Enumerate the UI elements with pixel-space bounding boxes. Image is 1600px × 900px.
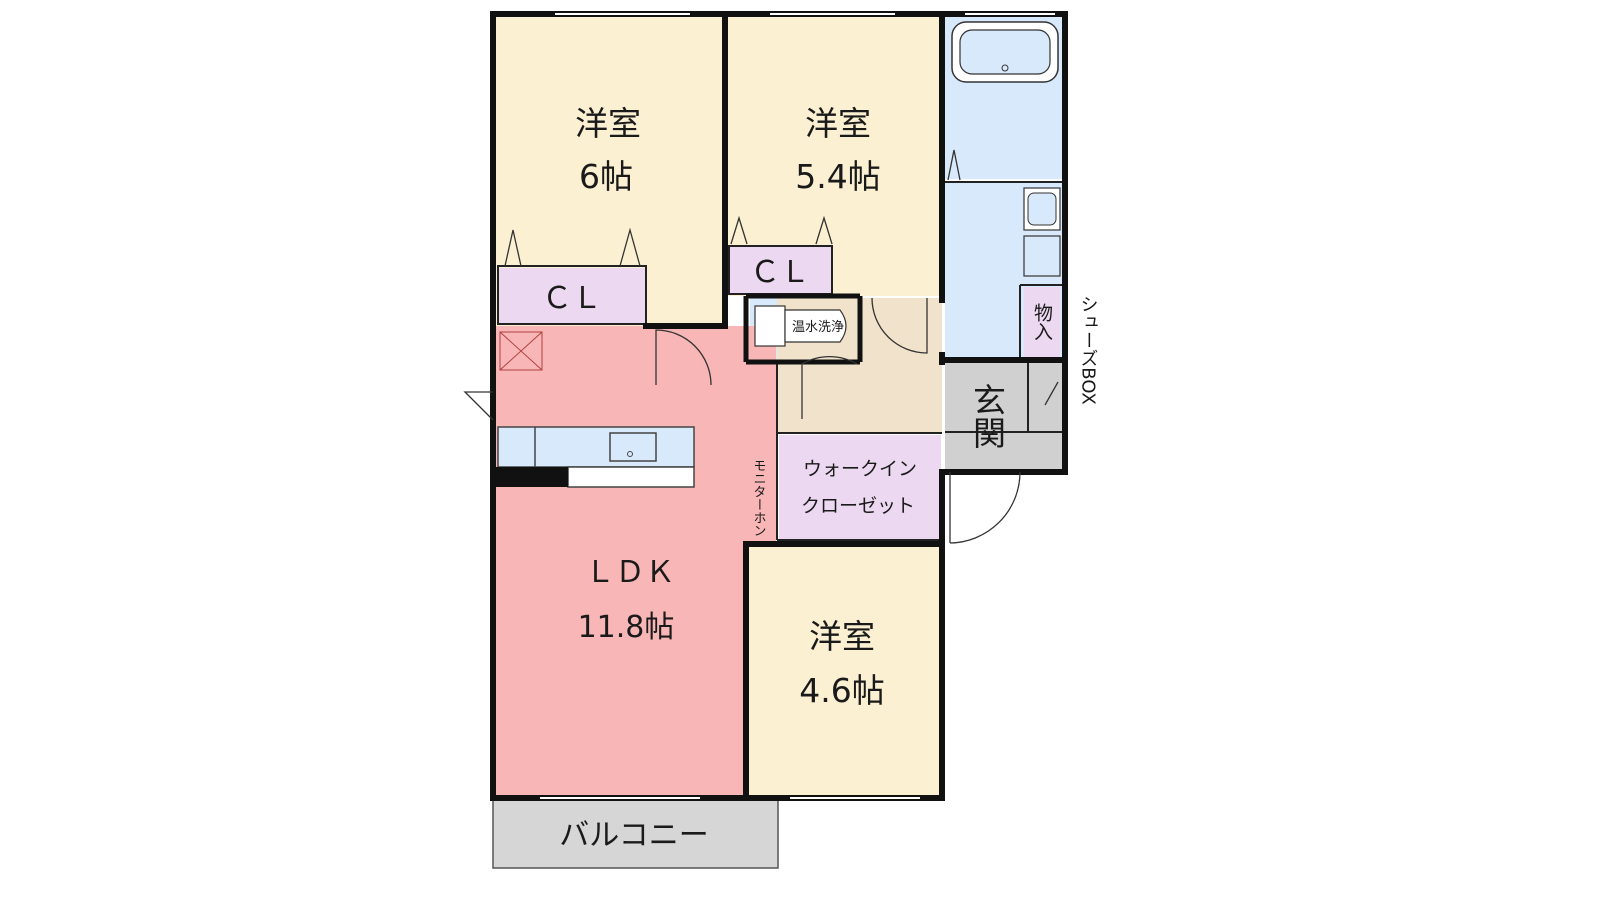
walk-in-closet-line2: クローゼット xyxy=(801,495,915,517)
bedroom-nw-name: 洋室 xyxy=(575,104,641,143)
monitor-phone-label: モニターホン xyxy=(751,459,766,537)
walk-in-closet-line1: ウォークイン xyxy=(803,458,917,480)
bedroom-ne-size: 5.4帖 xyxy=(795,157,880,196)
room-closet-ne xyxy=(729,246,832,294)
washer-icon xyxy=(1023,235,1061,277)
closet-nw-label: ＣＬ xyxy=(542,281,602,316)
vent-icon xyxy=(499,331,543,371)
room-closet-nw xyxy=(498,268,646,324)
bedroom-s-size: 4.6帖 xyxy=(799,671,884,710)
kitchen-sink xyxy=(609,432,657,462)
bedroom-s-name: 洋室 xyxy=(809,617,875,656)
entrance-label: 玄関 xyxy=(968,383,1007,449)
shoe-box-label: シューズBOX xyxy=(1078,295,1099,404)
room-walk-in-closet xyxy=(779,435,941,540)
room-entrance xyxy=(945,362,1063,470)
balcony-label: バルコニー xyxy=(559,818,708,853)
room-storage xyxy=(1024,287,1060,357)
bedroom-nw-size: 6帖 xyxy=(579,157,633,196)
storage-label: 物入 xyxy=(1031,303,1053,341)
kitchen-counter xyxy=(497,426,695,468)
toilet-label: 温水洗浄 xyxy=(792,320,844,335)
ldk-name: ＬＤＫ xyxy=(585,555,675,590)
bedroom-ne-name: 洋室 xyxy=(805,104,871,143)
closet-ne-label: ＣＬ xyxy=(750,255,810,290)
room-balcony xyxy=(492,799,779,869)
ldk-size: 11.8帖 xyxy=(578,610,675,645)
room-bedroom-s xyxy=(749,544,942,796)
toilet-icon xyxy=(754,305,786,347)
